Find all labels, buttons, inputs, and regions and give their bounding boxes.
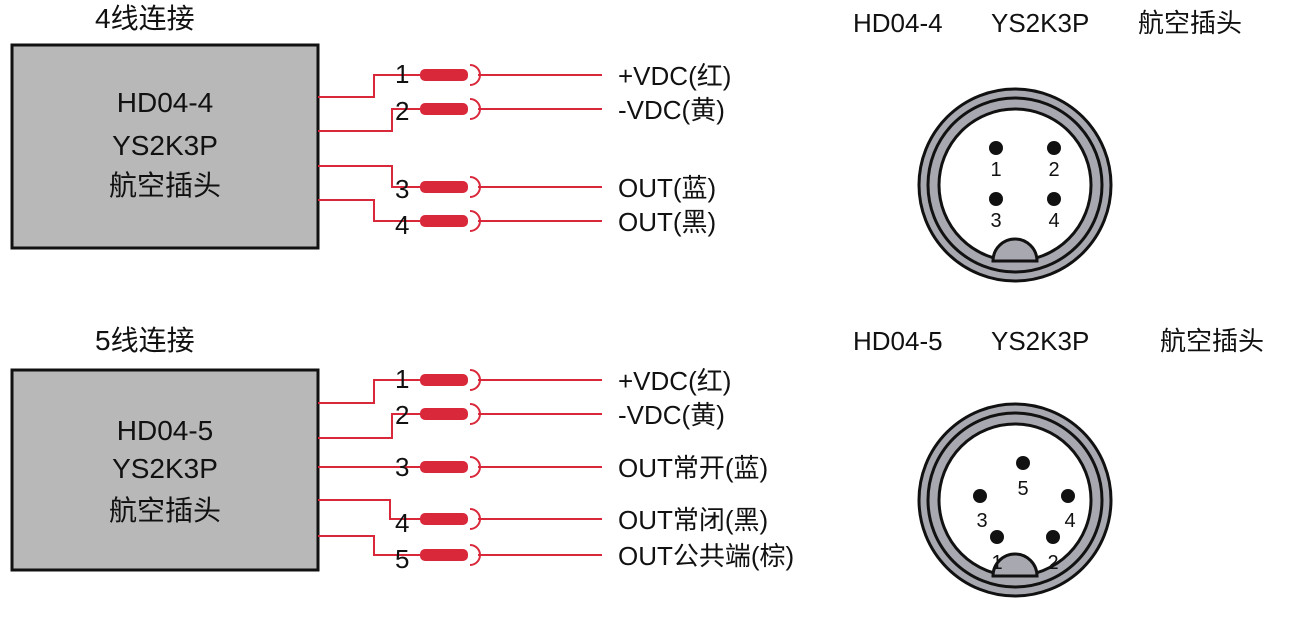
pin-label: OUT常开(蓝) xyxy=(618,453,768,483)
wire xyxy=(318,535,420,556)
pin-number: 2 xyxy=(395,96,409,126)
wire xyxy=(318,413,420,439)
section-title: 4线连接 xyxy=(95,3,195,34)
connector-pin xyxy=(1016,456,1030,470)
pin-number: 1 xyxy=(395,59,409,89)
sensor-box-label: 航空插头 xyxy=(109,495,221,526)
connector-pin-number: 2 xyxy=(1047,552,1058,574)
connector-title-type: YS2K3P xyxy=(991,8,1089,38)
pin-number: 3 xyxy=(395,174,409,204)
wire xyxy=(318,379,420,404)
connector-title-name: 航空插头 xyxy=(1138,8,1242,38)
connector-pin xyxy=(989,141,1003,155)
sensor-box-label: 航空插头 xyxy=(109,170,221,201)
sensor-box-label: HD04-5 xyxy=(117,415,213,446)
connector-pin xyxy=(989,192,1003,206)
pin-label: +VDC(红) xyxy=(618,366,731,396)
pin-number: 5 xyxy=(395,544,409,574)
connector-mid-ring xyxy=(926,411,1104,589)
connector-title-model: HD04-4 xyxy=(853,8,943,38)
pin-plug xyxy=(420,181,468,193)
connector-pin-number: 2 xyxy=(1048,159,1059,181)
connector-pin-number: 1 xyxy=(991,552,1002,574)
pin-number: 4 xyxy=(395,210,409,240)
connector-title-model: HD04-5 xyxy=(853,326,943,356)
connector-pin-number: 3 xyxy=(990,210,1001,232)
pin-number: 1 xyxy=(395,364,409,394)
pin-plug xyxy=(420,513,468,525)
pin-label: -VDC(黄) xyxy=(618,95,725,125)
connector-pin xyxy=(1061,489,1075,503)
wire xyxy=(318,74,420,98)
pin-label: +VDC(红) xyxy=(618,61,731,91)
pin-plug xyxy=(420,215,468,227)
pin-label: OUT(黑) xyxy=(618,207,716,237)
connector-pin xyxy=(1047,141,1061,155)
pin-number: 4 xyxy=(395,508,409,538)
section-title: 5线连接 xyxy=(95,325,195,356)
wire xyxy=(318,499,420,520)
pin-label: -VDC(黄) xyxy=(618,400,725,430)
connector-pin-number: 1 xyxy=(990,159,1001,181)
sensor-box-label: YS2K3P xyxy=(112,453,218,484)
pin-plug xyxy=(420,69,468,81)
sensor-box xyxy=(10,368,320,572)
wire xyxy=(318,199,420,222)
connector-key-notch xyxy=(991,237,1039,263)
pin-number: 2 xyxy=(395,400,409,430)
connector-key-notch xyxy=(991,552,1039,578)
sensor-box-label: YS2K3P xyxy=(112,130,218,161)
pin-plug xyxy=(420,461,468,473)
pin-plug xyxy=(420,408,468,420)
connector-pin xyxy=(990,530,1004,544)
pin-number: 3 xyxy=(395,452,409,482)
wire xyxy=(318,108,420,132)
pin-plug xyxy=(420,549,468,561)
connector-title-type: YS2K3P xyxy=(991,326,1089,356)
pin-label: OUT公共端(棕) xyxy=(618,541,794,571)
pin-plug xyxy=(420,374,468,386)
pin-plug xyxy=(420,103,468,115)
connector-pin xyxy=(1046,530,1060,544)
connector-title-name: 航空插头 xyxy=(1160,326,1264,356)
connector-pin-number: 3 xyxy=(976,510,987,532)
connector-pin xyxy=(1047,192,1061,206)
sensor-box-label: HD04-4 xyxy=(117,87,213,118)
connector-pin-number: 4 xyxy=(1048,210,1059,232)
connector-pin-number: 4 xyxy=(1064,510,1075,532)
connector-pin xyxy=(973,489,987,503)
connector-pin-number: 5 xyxy=(1017,478,1028,500)
sensor-box xyxy=(10,43,320,250)
pin-label: OUT常闭(黑) xyxy=(618,505,768,535)
pin-label: OUT(蓝) xyxy=(618,173,716,203)
wire xyxy=(318,165,420,188)
connector-mid-ring xyxy=(926,96,1104,274)
